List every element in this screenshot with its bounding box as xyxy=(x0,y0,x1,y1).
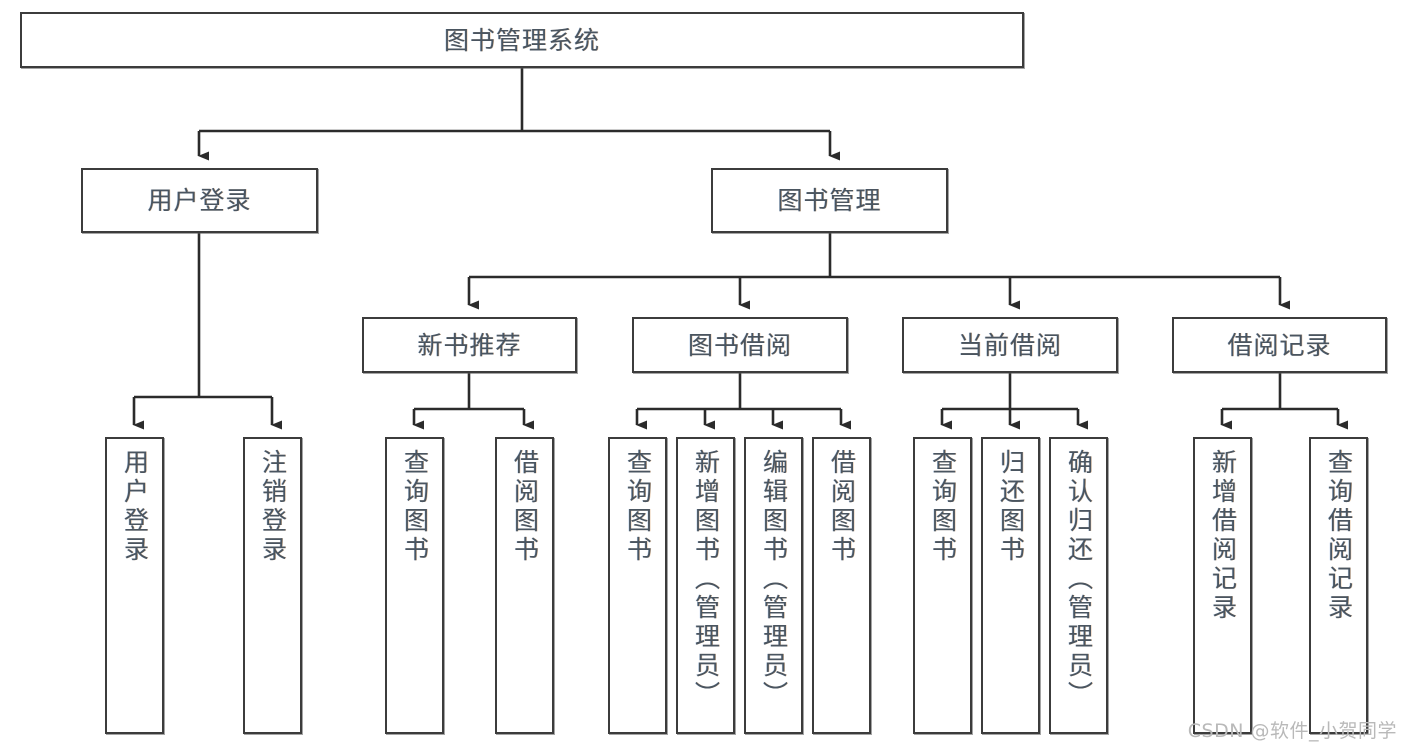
node-book-borrow[interactable]: 图书借阅 xyxy=(632,317,848,373)
leaf-user-login-logout[interactable]: 注销登录 xyxy=(243,437,302,734)
watermark-text: CSDN @软件_小贺同学 xyxy=(1187,720,1397,742)
node-label: 图书借阅 xyxy=(687,330,792,360)
node-current-borrow[interactable]: 当前借阅 xyxy=(902,317,1118,373)
leaf-label: 查询图书 xyxy=(623,449,653,565)
leaf-book-borrow-add-book-admin[interactable]: 新增图书（管理员） xyxy=(676,437,735,734)
leaf-book-borrow-query-book[interactable]: 查询图书 xyxy=(608,437,667,734)
leaf-book-borrow-borrow-book[interactable]: 借阅图书 xyxy=(812,437,871,734)
leaf-label: 用户登录 xyxy=(120,449,150,565)
node-user-login[interactable]: 用户登录 xyxy=(81,168,318,233)
node-borrow-record[interactable]: 借阅记录 xyxy=(1172,317,1387,373)
leaf-user-login-login[interactable]: 用户登录 xyxy=(105,437,164,734)
leaf-label: 借阅图书 xyxy=(827,449,857,565)
leaf-new-book-query-book[interactable]: 查询图书 xyxy=(385,437,444,734)
leaf-label: 确认归还（管理员） xyxy=(1064,449,1094,710)
leaf-label: 新增图书（管理员） xyxy=(691,449,721,710)
node-label: 图书管理系统 xyxy=(443,25,600,55)
node-label: 当前借阅 xyxy=(957,330,1062,360)
leaf-new-book-borrow-book[interactable]: 借阅图书 xyxy=(495,437,554,734)
node-label: 新书推荐 xyxy=(417,330,522,360)
leaf-current-borrow-query-book[interactable]: 查询图书 xyxy=(913,437,972,734)
leaf-label: 注销登录 xyxy=(258,449,288,565)
leaf-label: 新增借阅记录 xyxy=(1208,449,1238,623)
node-label: 借阅记录 xyxy=(1227,330,1332,360)
leaf-current-borrow-return-book[interactable]: 归还图书 xyxy=(981,437,1040,734)
leaf-label: 查询图书 xyxy=(400,449,430,565)
leaf-borrow-record-query-record[interactable]: 查询借阅记录 xyxy=(1309,437,1368,734)
node-root-book-management-system[interactable]: 图书管理系统 xyxy=(20,12,1024,68)
leaf-label: 编辑图书（管理员） xyxy=(759,449,789,710)
node-book-management[interactable]: 图书管理 xyxy=(711,168,948,233)
node-label: 用户登录 xyxy=(147,186,252,215)
leaf-label: 查询借阅记录 xyxy=(1324,449,1354,623)
leaf-label: 借阅图书 xyxy=(510,449,540,565)
node-label: 图书管理 xyxy=(777,186,882,215)
leaf-current-borrow-confirm-return-admin[interactable]: 确认归还（管理员） xyxy=(1049,437,1108,734)
leaf-label: 查询图书 xyxy=(928,449,958,565)
leaf-book-borrow-edit-book-admin[interactable]: 编辑图书（管理员） xyxy=(744,437,803,734)
leaf-label: 归还图书 xyxy=(996,449,1026,565)
leaf-borrow-record-add-record[interactable]: 新增借阅记录 xyxy=(1193,437,1252,734)
node-new-book-recommend[interactable]: 新书推荐 xyxy=(362,317,577,373)
